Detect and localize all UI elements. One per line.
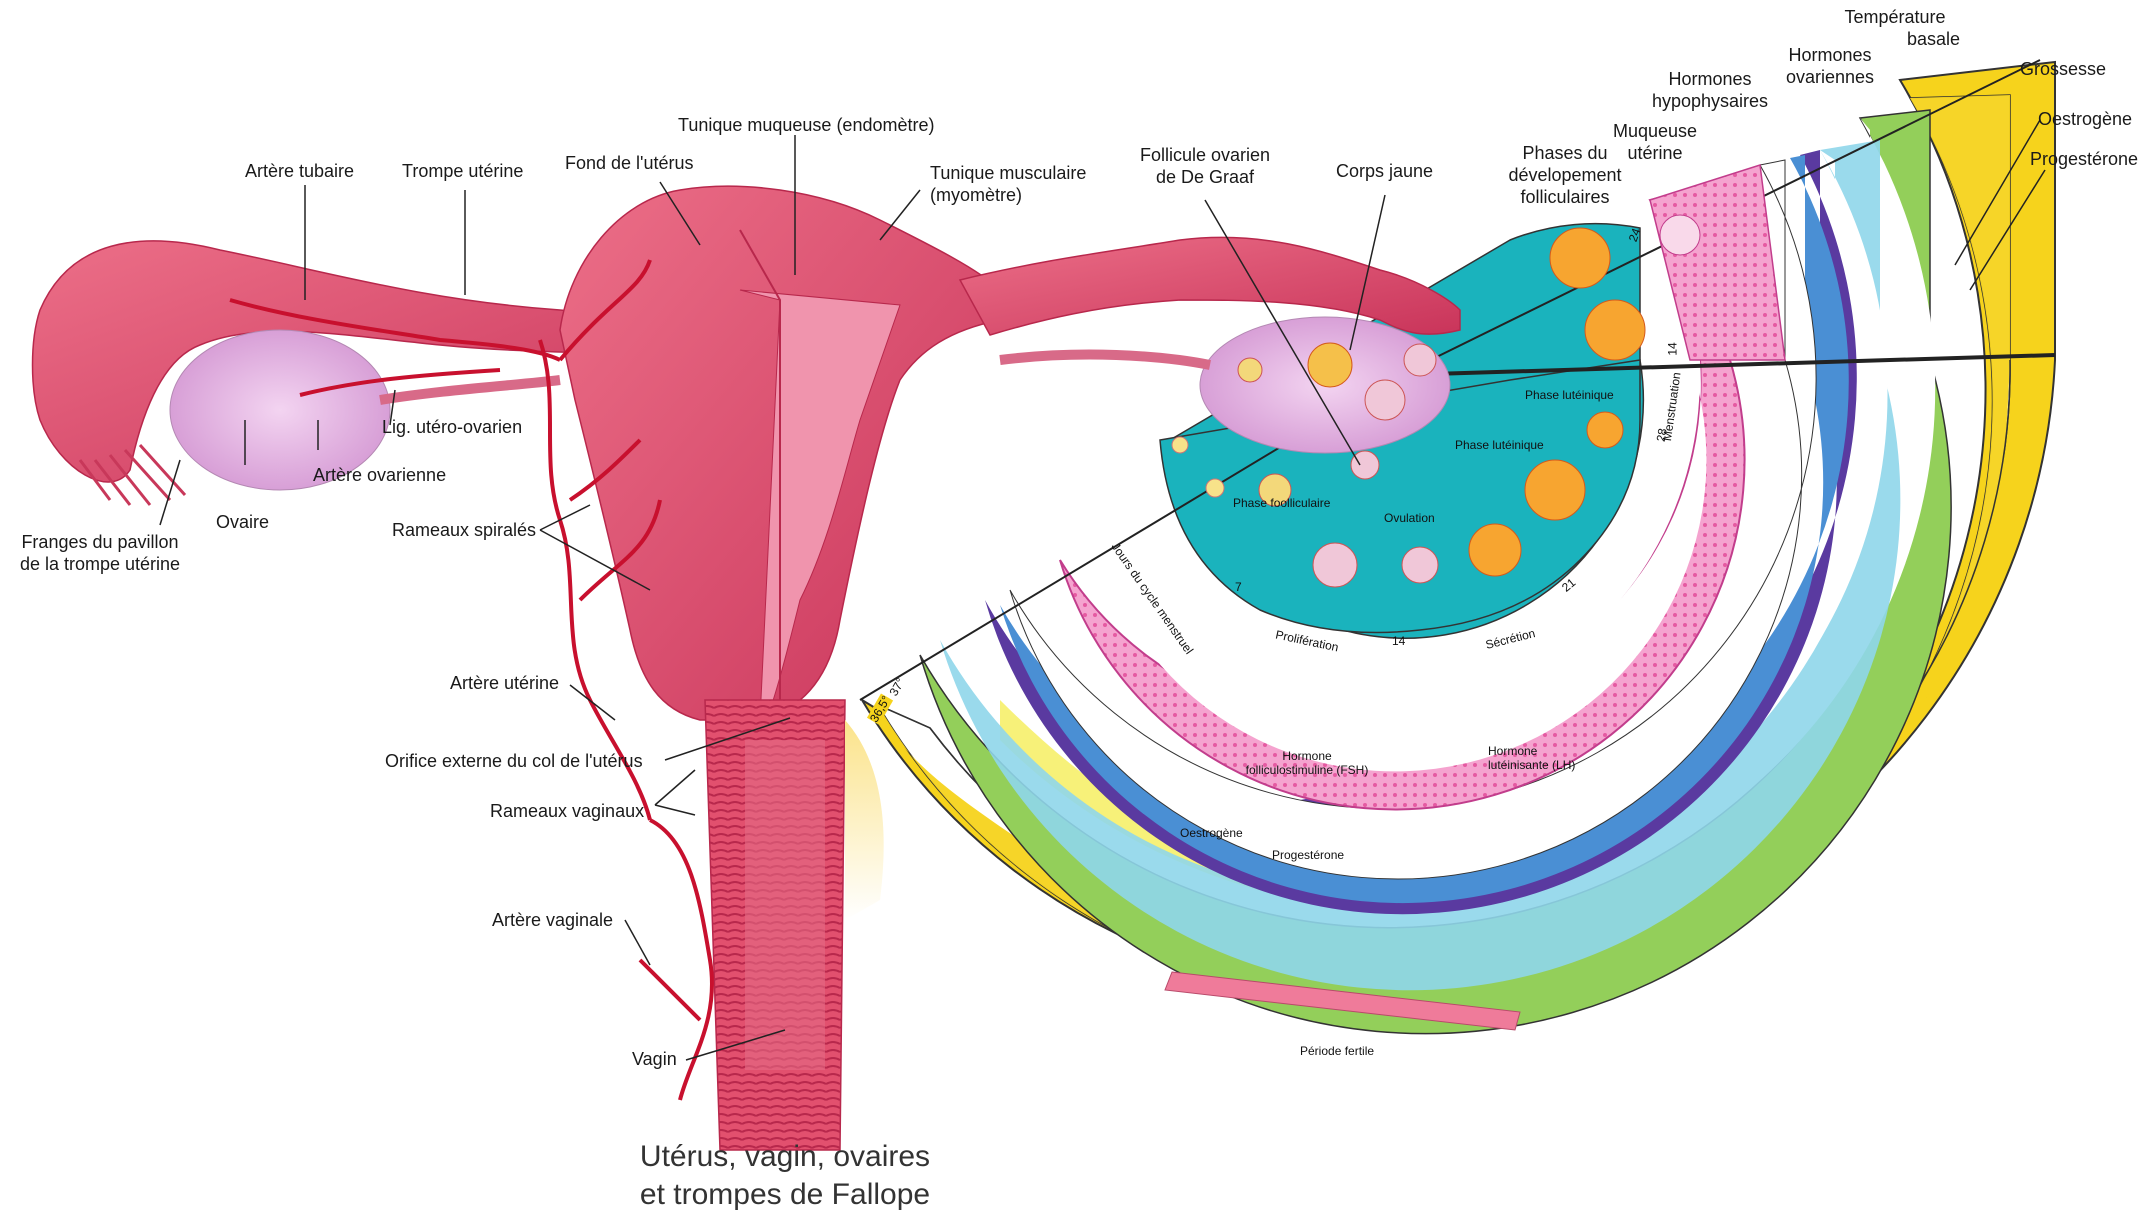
label-artere-tubaire: Artère tubaire [245,160,354,182]
label-hormones-hypo-1: Hormones [1635,68,1785,90]
cycle-diagram [860,60,2077,1155]
label-lh-2: lutéinisante (LH) [1488,758,1575,772]
label-oestrogene-top: Oestrogène [2038,108,2132,130]
label-tunique-musculaire-2: (myomètre) [930,184,1022,206]
label-periode-fertile: Période fertile [1300,1044,1374,1058]
mucosa-top [1650,165,1785,360]
label-fsh-2: folliculostimuline (FSH) [1232,763,1382,777]
figure-title-line-1: Utérus, vagin, ovaires [560,1138,1010,1176]
label-temperature-2: basale [1830,28,1960,50]
label-artere-ovarienne: Artère ovarienne [313,464,446,486]
label-tunique-musculaire-1: Tunique musculaire [930,162,1086,184]
label-day-7: 7 [1235,580,1242,594]
label-tunique-muqueuse: Tunique muqueuse (endomètre) [678,114,934,136]
label-lig-utero-ovarien: Lig. utéro-ovarien [382,416,522,438]
label-day-14: 14 [1392,634,1405,648]
label-day-14-top: 14 [1666,342,1680,355]
label-progesterone-top: Progestérone [2030,148,2138,170]
label-temperature-1: Température [1830,6,1960,28]
label-muqueuse-2: utérine [1590,142,1720,164]
label-orifice-col: Orifice externe du col de l'utérus [385,750,643,772]
label-phases-2: dévelopement [1480,164,1650,186]
label-phases-3: folliculaires [1480,186,1650,208]
label-muqueuse-1: Muqueuse [1590,120,1720,142]
label-fsh-1: Hormone [1232,749,1382,763]
label-follicule-graaf-1: Follicule ovarien [1130,144,1280,166]
label-rameaux-spirales: Rameaux spiralés [392,519,536,541]
label-hormones-hypo-2: hypophysaires [1635,90,1785,112]
label-trompe-uterine: Trompe utérine [402,160,523,182]
label-artere-uterine: Artère utérine [450,672,559,694]
label-corps-jaune: Corps jaune [1336,160,1433,182]
label-oestrogene-inner: Oestrogène [1180,826,1243,840]
label-ovulation: Ovulation [1384,511,1435,525]
figure-title-line-2: et trompes de Fallope [560,1176,1010,1214]
label-grossesse: Grossesse [2020,58,2106,80]
label-franges-2: de la trompe utérine [5,553,195,575]
label-follicule-graaf-2: de De Graaf [1130,166,1280,188]
label-rameaux-vaginaux: Rameaux vaginaux [490,800,644,822]
label-lh-1: Hormone [1488,744,1537,758]
label-progesterone-inner: Progestérone [1272,848,1344,862]
figure-title: Utérus, vagin, ovaires et trompes de Fal… [560,1138,1010,1214]
label-vagin: Vagin [632,1048,677,1070]
label-fond-uterus: Fond de l'utérus [565,152,694,174]
label-phase-folliculaire: Phase foolliculaire [1233,496,1330,510]
label-artere-vaginale: Artère vaginale [492,909,613,931]
label-ovaire: Ovaire [216,511,269,533]
label-phase-luteinique-2: Phase lutéinique [1455,438,1544,452]
label-franges-1: Franges du pavillon [5,531,195,553]
label-day-28: 28 [1654,427,1670,443]
label-hormones-ov-2: ovariennes [1770,66,1890,88]
label-phase-luteinique-1: Phase lutéinique [1525,388,1614,402]
